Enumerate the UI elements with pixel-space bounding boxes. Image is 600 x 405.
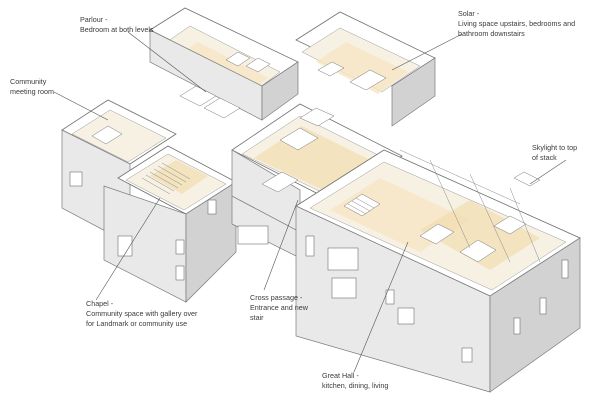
interior-furniture [91,51,541,263]
parlour-label-title: Parlour - [80,15,108,24]
cross-passage-label-title: Cross passage - [250,293,303,302]
great-hall-wall-east [489,237,581,393]
skylight-label-1: Skylight to top [532,143,577,152]
new-stair [343,193,381,217]
parlour-label-desc: Bedroom at both levels [80,25,154,34]
cross-passage-label-desc-2: stair [250,313,264,322]
chapel-label-desc-2: for Landmark or community use [86,319,187,328]
labels: Parlour - Bedroom at both levels Solar -… [10,9,577,390]
leader-lines [53,31,567,373]
skylight [513,171,541,187]
solar-label-desc-1: Living space upstairs, bedrooms and [458,19,575,28]
solar-label-desc-2: bathroom downstairs [458,29,525,38]
chapel-label-title: Chapel - [86,299,114,308]
skylight-label-2: of stack [532,153,557,162]
cross-passage-label-desc-1: Entrance and new [250,303,309,312]
windows [69,171,569,363]
great-hall-label-desc: kitchen, dining, living [322,381,388,390]
chapel-label-desc-1: Community space with gallery over [86,309,198,318]
community-label-2: meeting room [10,87,54,96]
building-massing [61,7,581,393]
community-label-1: Community [10,77,47,86]
great-hall-label-title: Great Hall - [322,371,359,380]
solar-label-title: Solar - [458,9,480,18]
chapel-pews [141,162,191,195]
